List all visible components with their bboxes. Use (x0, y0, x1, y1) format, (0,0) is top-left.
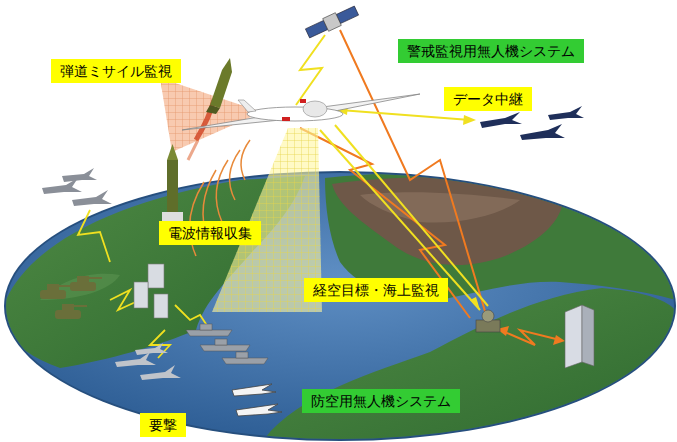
tanks (40, 276, 102, 319)
tanks (73, 305, 87, 307)
surveillance-uav (182, 94, 420, 130)
fighter-jets (72, 190, 112, 206)
launch-rocket (167, 160, 178, 216)
satellite (305, 4, 360, 40)
ground-links (470, 297, 480, 310)
label-text: 経空目標・海上監視 (313, 281, 439, 299)
label-box: 警戒監視用無人機システム (398, 39, 584, 63)
land-areas (0, 172, 677, 442)
label-text: 要撃 (149, 416, 177, 434)
label-text: データ中継 (453, 90, 523, 108)
warships (222, 358, 268, 364)
ground-station (482, 310, 494, 322)
warships (200, 324, 212, 330)
ballistic-missile (210, 58, 232, 108)
satellite-link (296, 35, 325, 105)
launch-rocket (167, 144, 178, 160)
warships (186, 324, 268, 364)
label-box: 要撃 (140, 413, 186, 437)
buildings (134, 264, 168, 318)
ground-links (300, 128, 470, 318)
label-text: 弾道ミサイル監視 (60, 62, 172, 80)
label-box: 防空用無人機システム (302, 389, 460, 413)
tanks (58, 285, 72, 287)
air-defence-drones (236, 404, 282, 416)
land-areas (262, 288, 677, 442)
headquarters-building (582, 305, 594, 366)
headquarters-building (565, 305, 582, 368)
label-text: 警戒監視用無人機システム (407, 42, 575, 60)
warships (200, 345, 250, 351)
ballistic-missile (188, 140, 198, 160)
fighter-jets (62, 168, 97, 182)
radio-waves (241, 140, 250, 180)
surveillance-uav (303, 101, 327, 117)
tanks (88, 277, 102, 279)
surveillance-uav (282, 117, 290, 121)
surveillance-uav (300, 99, 306, 103)
ground-station (476, 310, 500, 332)
surveillance-cone (160, 78, 262, 152)
label-box: データ中継 (444, 87, 532, 111)
ballistic-missile (188, 58, 232, 160)
parked-aircraft (135, 343, 168, 355)
satellite (323, 13, 342, 32)
buildings (154, 294, 168, 318)
surveillance-uav (238, 100, 256, 112)
label-text: 電波情報収集 (168, 224, 252, 242)
label-box: 経空目標・海上監視 (304, 278, 448, 302)
label-box: 電波情報収集 (159, 221, 261, 245)
tanks (40, 290, 66, 299)
ground-links (500, 330, 560, 345)
warships (186, 330, 232, 336)
air-defence-drones (232, 384, 282, 416)
air-defence-drones (232, 384, 276, 396)
ground-links (300, 30, 565, 345)
link-zigzag (150, 330, 170, 358)
headquarters-building (565, 305, 594, 368)
satellite (305, 20, 327, 38)
buildings (134, 282, 148, 308)
tanks (70, 282, 96, 291)
label-box: 弾道ミサイル監視 (51, 59, 181, 83)
relay-arrow (463, 115, 476, 125)
tanks (77, 276, 89, 282)
satellite (336, 6, 358, 24)
fighter-jets (548, 106, 584, 120)
warships (236, 352, 248, 358)
launch-rocket (162, 144, 183, 222)
tanks (62, 304, 74, 310)
fighter-jets (480, 106, 584, 140)
parked-aircraft (115, 343, 181, 380)
radio-waves (230, 150, 240, 200)
relay-arrow (340, 110, 470, 120)
parked-aircraft (115, 352, 156, 367)
ballistic-missile (206, 105, 220, 114)
parked-aircraft (140, 365, 181, 380)
warships (215, 339, 227, 345)
ground-links (340, 30, 487, 318)
tanks (55, 310, 81, 319)
surveillance-cone (160, 78, 262, 152)
buildings (148, 264, 164, 288)
radio-waves (216, 160, 228, 222)
land-areas (332, 177, 563, 265)
surveillance-uav (182, 94, 420, 130)
land-areas (40, 274, 120, 300)
surveillance-cone (160, 78, 262, 152)
fighter-jets (520, 124, 565, 140)
satellite-link (296, 35, 325, 105)
tanks (47, 284, 59, 290)
ground-links (553, 335, 565, 345)
link-zigzag (78, 210, 110, 262)
label-text: 防空用無人機システム (311, 392, 451, 410)
surveillance-uav (247, 107, 343, 121)
fighter-jets (42, 168, 112, 206)
fighter-jets (480, 112, 522, 128)
